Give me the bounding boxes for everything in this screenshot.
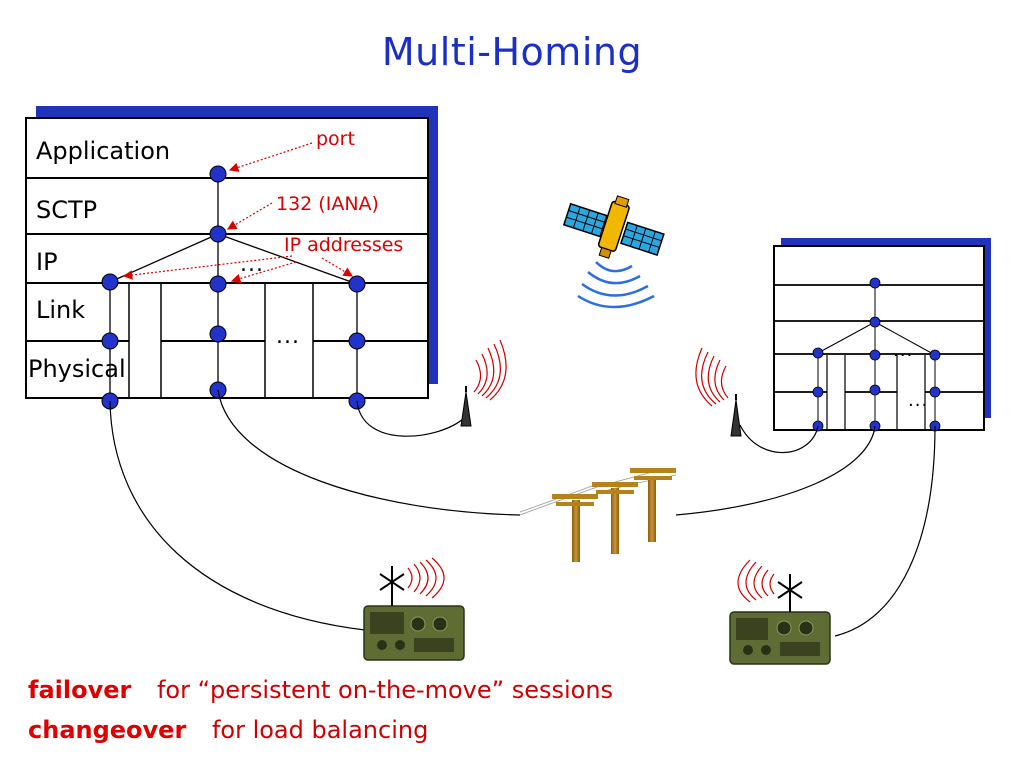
node-link-3 (348, 332, 366, 350)
satellite-icon (562, 195, 665, 259)
link-column-gap (897, 355, 925, 430)
annotation-port: port (316, 128, 355, 150)
telephone-pole-icon (519, 468, 677, 562)
layer-label-ip: IP (36, 248, 58, 276)
node-sctp (209, 225, 227, 243)
node-port (209, 165, 227, 183)
ip-fan-link (217, 233, 358, 285)
layer-label-physical: Physical (28, 355, 126, 383)
ellipsis-ip-right: ... (893, 340, 914, 361)
node-port (869, 277, 881, 289)
note-keyword: failover (28, 676, 132, 704)
node-link-3 (929, 386, 941, 398)
cable-right-to-radio (834, 425, 936, 637)
note-keyword: changeover (28, 716, 187, 744)
annotation-ip-addresses: IP addresses (284, 234, 404, 256)
field-radio-icon (729, 559, 831, 665)
node-sctp (869, 316, 881, 328)
node-link-1 (101, 332, 119, 350)
node-link-2 (209, 325, 227, 343)
antenna-tower-icon (695, 347, 742, 437)
layer-label-sctp: SCTP (36, 196, 98, 224)
left-host-stack (25, 106, 438, 410)
ip-fan-link (874, 321, 936, 356)
annotation-iana: 132 (IANA) (276, 193, 379, 215)
ellipsis-link-left: ... (276, 324, 300, 349)
ellipsis-ip-left: ... (240, 252, 264, 277)
slide-title: Multi-Homing (381, 30, 643, 74)
link-column-gap (265, 284, 313, 398)
ellipsis-link-right: ... (908, 390, 929, 411)
node-ip-1 (101, 273, 119, 291)
node-ip-3 (929, 349, 941, 361)
antenna-tower-icon (460, 339, 507, 427)
cable-left-to-radio (109, 400, 366, 631)
right-host-stack (773, 238, 991, 432)
cable-right-to-antenna (739, 424, 819, 454)
node-ip-3 (348, 275, 366, 293)
node-ip-2 (869, 349, 881, 361)
note-changeover: changeover for load balancing (28, 716, 428, 744)
note-text: for load balancing (211, 716, 429, 744)
layer-label-application: Application (36, 137, 171, 165)
iana-arrow (226, 202, 273, 230)
link-column-gap (129, 284, 161, 398)
cable-left-to-wire (217, 389, 521, 516)
note-text: for “persistent on-the-move” sessions (156, 676, 614, 704)
node-link-1 (812, 386, 824, 398)
note-failover: failover for “persistent on-the-move” se… (28, 676, 613, 704)
link-column-gap (827, 355, 845, 430)
satellite-signal (577, 261, 655, 309)
ip-addr-arrow (321, 257, 354, 277)
cable-left-to-antenna (356, 400, 465, 437)
ip-addr-arrow (122, 255, 293, 280)
cable-right-to-wire (675, 425, 876, 516)
node-ip-2 (209, 275, 227, 293)
node-ip-1 (812, 347, 824, 359)
ip-addr-arrow (230, 261, 297, 284)
ip-fan-link (817, 321, 876, 354)
layer-label-link: Link (36, 296, 86, 324)
right-stack-box (773, 245, 985, 431)
field-radio-icon (363, 557, 465, 661)
node-link-2 (869, 384, 881, 396)
